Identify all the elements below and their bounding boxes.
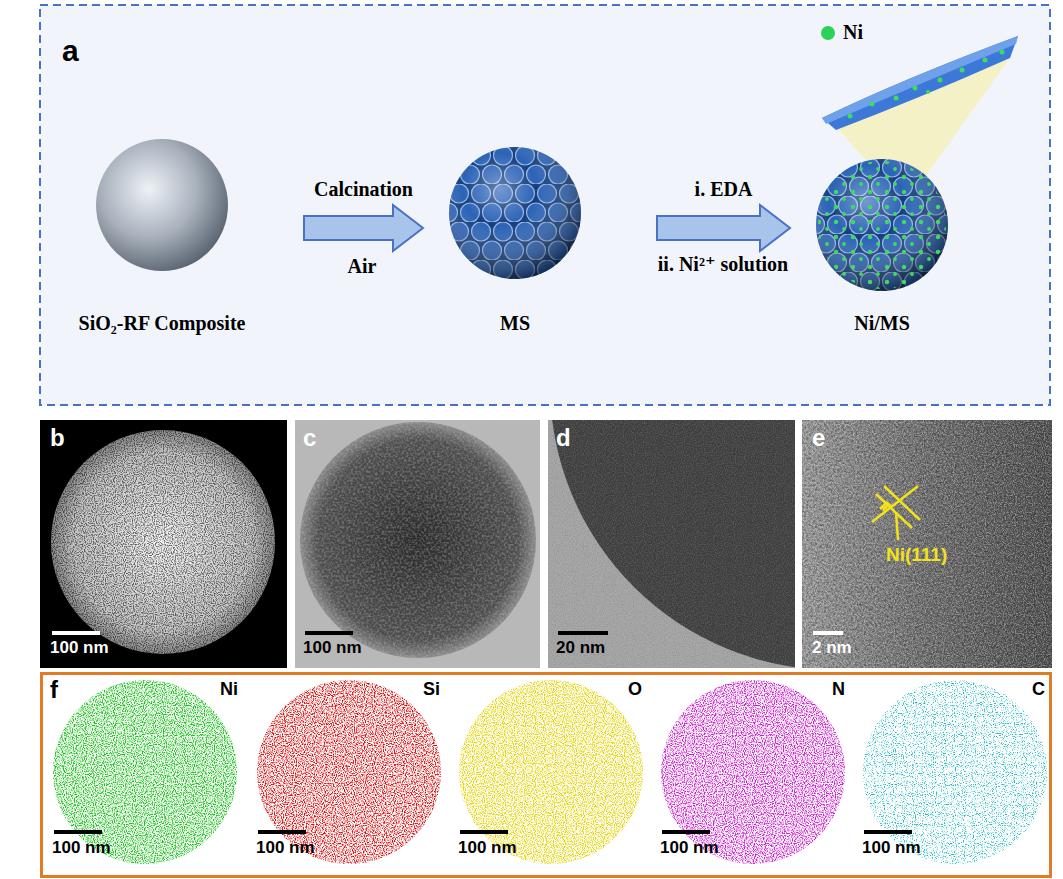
step-label: i. EDA [695,178,753,201]
scale-bar-text: 2 nm [812,638,852,658]
panel-letter: f [50,676,58,704]
scale-bar-text: 100 nm [862,838,921,858]
sphere-shape [448,146,582,280]
legend-swatch [821,26,835,40]
element-label: N [832,679,845,700]
sphere-caption: MS [500,312,530,335]
step-label: Calcination [314,178,413,201]
sphere-caption: SiO₂-RF Composite [79,312,246,335]
process-arrow [657,205,790,251]
sphere-shape [95,138,229,272]
step-label: ii. Ni²⁺ solution [658,253,788,276]
element-label: Ni [220,679,238,700]
element-label: C [1032,679,1045,700]
panel-letter: a [62,34,79,69]
lattice-label: Ni(111) [886,544,947,566]
panel-letter: c [303,424,316,452]
element-label: Si [423,679,440,700]
scale-bar-text: 20 nm [556,638,605,658]
sphere-node: SiO₂-RF Composite [95,138,229,272]
panel-letter: e [812,424,825,452]
element-label: O [628,679,642,700]
step-label: Air [348,255,377,278]
sphere-shape [815,158,949,292]
scale-bar-text: 100 nm [50,638,109,658]
scale-bar-text: 100 nm [256,838,315,858]
panel-letter: b [50,424,65,452]
sphere-caption: Ni/MS [854,312,910,335]
legend-text: Ni [843,21,863,44]
panel-letter: d [556,424,571,452]
scale-bar-text: 100 nm [660,838,719,858]
scale-bar-text: 100 nm [458,838,517,858]
sphere-node: MS [448,146,582,280]
scale-bar-text: 100 nm [303,638,362,658]
process-arrow [304,205,423,251]
sphere-node: Ni/MS [815,158,949,292]
scale-bar-text: 100 nm [52,838,111,858]
